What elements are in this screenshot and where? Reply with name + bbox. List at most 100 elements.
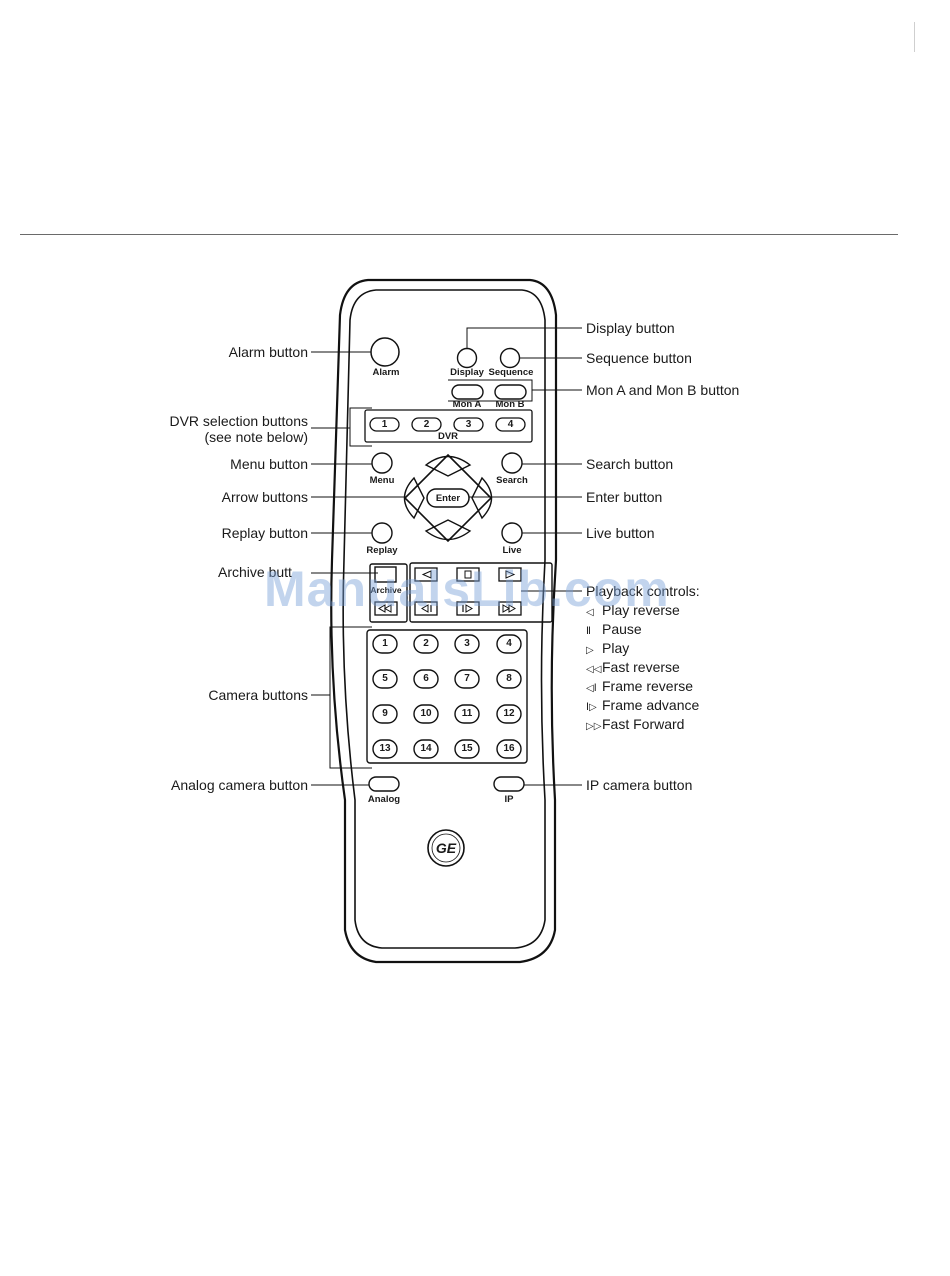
replay-button (371, 522, 393, 544)
mon-a-label: Mon A (452, 399, 482, 410)
legend-label: Play reverse (602, 602, 680, 618)
playback-panel (409, 562, 553, 623)
camera-number-4: 4 (506, 638, 512, 649)
mon-b-button (494, 384, 527, 400)
callout-camera: Camera buttons (208, 687, 308, 703)
camera-number-8: 8 (506, 673, 512, 684)
menu-button (371, 452, 393, 474)
frame-advance-icon (465, 604, 473, 613)
arrow-right-button (471, 476, 493, 520)
camera-button-14 (413, 739, 439, 759)
legend-symbol: Ⅰ▷ (586, 702, 597, 713)
fast-reverse-icon-2 (384, 604, 392, 613)
callout-arrows: Arrow buttons (221, 489, 308, 505)
fast-forward-icon (502, 604, 510, 613)
search-label: Search (496, 475, 528, 486)
legend-label: Play (602, 640, 630, 656)
frame-reverse-button (414, 601, 438, 616)
camera-number-10: 10 (420, 708, 432, 719)
mon-b-label: Mon B (495, 399, 525, 410)
camera-button-5 (372, 669, 398, 689)
camera-button-15 (454, 739, 480, 759)
camera-number-9: 9 (382, 708, 388, 719)
camera-button-7 (454, 669, 480, 689)
callout-replay: Replay button (221, 525, 308, 541)
legend-label: Fast Forward (602, 716, 685, 732)
play-reverse-icon (421, 570, 432, 579)
search-button (501, 452, 523, 474)
archive-label: Archive (370, 585, 402, 595)
legend-label: Frame reverse (602, 678, 694, 694)
legend-symbol: ▷ (586, 645, 594, 656)
live-button (501, 522, 523, 544)
camera-button-16 (496, 739, 522, 759)
callout-playback: Playback controls: (586, 583, 700, 599)
camera-number-12: 12 (503, 708, 515, 719)
camera-panel (366, 629, 528, 764)
camera-button-1 (372, 634, 398, 654)
display-label: Display (450, 367, 484, 378)
camera-number-15: 15 (461, 743, 473, 754)
callout-live: Live button (586, 525, 655, 541)
ip-button (493, 776, 525, 792)
camera-button-3 (454, 634, 480, 654)
camera-button-group (372, 634, 522, 759)
remote-body-outer (330, 278, 558, 964)
ge-logo-inner (431, 833, 461, 863)
arrow-left-button (403, 476, 425, 520)
ge-logo-text: GE (435, 840, 457, 856)
legend-row: ▷ Play (586, 640, 629, 659)
camera-button-11 (454, 704, 480, 724)
pause-button (456, 567, 480, 582)
archive-button (374, 566, 397, 583)
callout-sequence: Sequence button (586, 350, 692, 366)
legend-symbol: ▷▷ (586, 721, 602, 732)
play-button (498, 567, 522, 582)
menu-label: Menu (369, 475, 395, 486)
frame-reverse-icon (421, 604, 429, 613)
callout-display: Display button (586, 320, 675, 336)
callout-menu: Menu button (230, 456, 308, 472)
callout-archive: Archive butt (218, 564, 292, 580)
pause-icon (464, 570, 472, 579)
callout-search: Search button (586, 456, 674, 472)
camera-button-13 (372, 739, 398, 759)
arrow-up-button (424, 455, 472, 477)
dvr-button-1 (369, 417, 400, 432)
camera-number-3: 3 (464, 638, 470, 649)
callout-dvr-line1: DVR selection buttons (169, 413, 308, 429)
camera-number-14: 14 (420, 743, 432, 754)
bracket-camera (329, 626, 372, 769)
camera-number-2: 2 (423, 638, 429, 649)
dvr-label: DVR (437, 431, 459, 442)
legend-label: Pause (602, 621, 642, 637)
legend-row: ◁Play reverse (586, 602, 680, 621)
analog-label: Analog (367, 794, 401, 805)
legend-symbol: ◁◁ (586, 664, 602, 675)
callout-ip: IP camera button (586, 777, 693, 793)
callout-dvr-line2: (see note below) (204, 429, 308, 445)
leader-display (466, 327, 582, 348)
callout-analog: Analog camera button (171, 777, 308, 793)
enter-button (426, 488, 470, 508)
alarm-label: Alarm (372, 367, 400, 378)
dvr-button-3 (453, 417, 484, 432)
play-icon (505, 570, 516, 579)
callout-enter: Enter button (586, 489, 663, 505)
camera-number-16: 16 (503, 743, 515, 754)
legend-row: Ⅰ▷ Frame advance (586, 697, 699, 716)
remote-body-inner (342, 289, 546, 949)
camera-number-11: 11 (461, 708, 473, 719)
sequence-label: Sequence (488, 367, 534, 378)
legend-label: Frame advance (602, 697, 700, 713)
corner-tick (914, 22, 915, 52)
fast-forward-button (498, 601, 522, 616)
camera-button-2 (413, 634, 439, 654)
legend-label: Fast reverse (602, 659, 680, 675)
watermark: ManualsLib.com (264, 561, 670, 617)
header-rule (20, 234, 898, 235)
ge-logo-outer (427, 829, 465, 867)
camera-number-1: 1 (382, 638, 388, 649)
